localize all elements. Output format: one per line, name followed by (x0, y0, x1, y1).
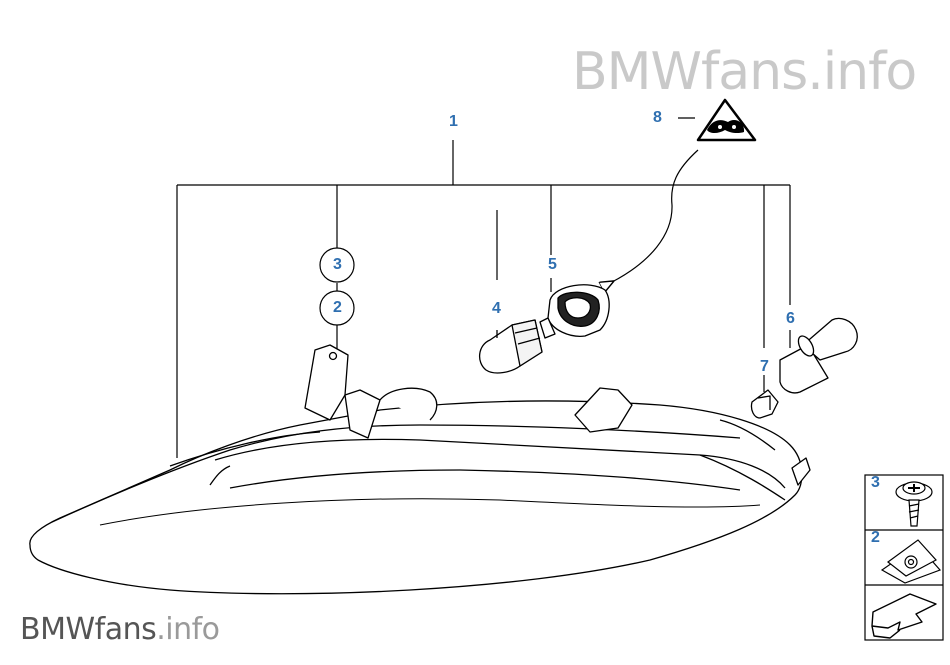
watermark-bottom-brand: BMWfans (20, 612, 157, 647)
callout-5: 5 (548, 256, 557, 273)
direction-arrow-icon (871, 593, 937, 639)
circle-3 (319, 247, 355, 283)
callout-7: 7 (760, 358, 769, 375)
watermark-top-brand: BMWfans (572, 42, 808, 102)
headlight-housing (29, 344, 811, 595)
arrow-8 (612, 149, 699, 282)
screw-icon (895, 481, 933, 527)
legend-label-3: 3 (871, 474, 880, 491)
clip-nut-icon (880, 539, 942, 584)
callout-3: 3 (333, 256, 342, 273)
bulb-6 (779, 317, 858, 394)
callout-4: 4 (492, 300, 501, 317)
circle-2 (319, 290, 355, 326)
leader-lines (176, 117, 791, 458)
callout-8: 8 (653, 109, 662, 126)
legend-label-2: 2 (871, 529, 880, 546)
watermark-bottom-tld: .info (156, 612, 220, 647)
watermark-top: BMWfans.info (572, 42, 917, 102)
bulb-4 (479, 319, 543, 374)
callout-2: 2 (333, 299, 342, 316)
callout-1: 1 (449, 113, 458, 130)
watermark-bottom: BMWfans.info (20, 612, 220, 647)
warning-label-8 (696, 98, 757, 142)
watermark-top-tld: .info (807, 42, 917, 102)
callout-6: 6 (786, 310, 795, 327)
bulb-7 (750, 389, 779, 419)
socket-5 (539, 284, 610, 339)
